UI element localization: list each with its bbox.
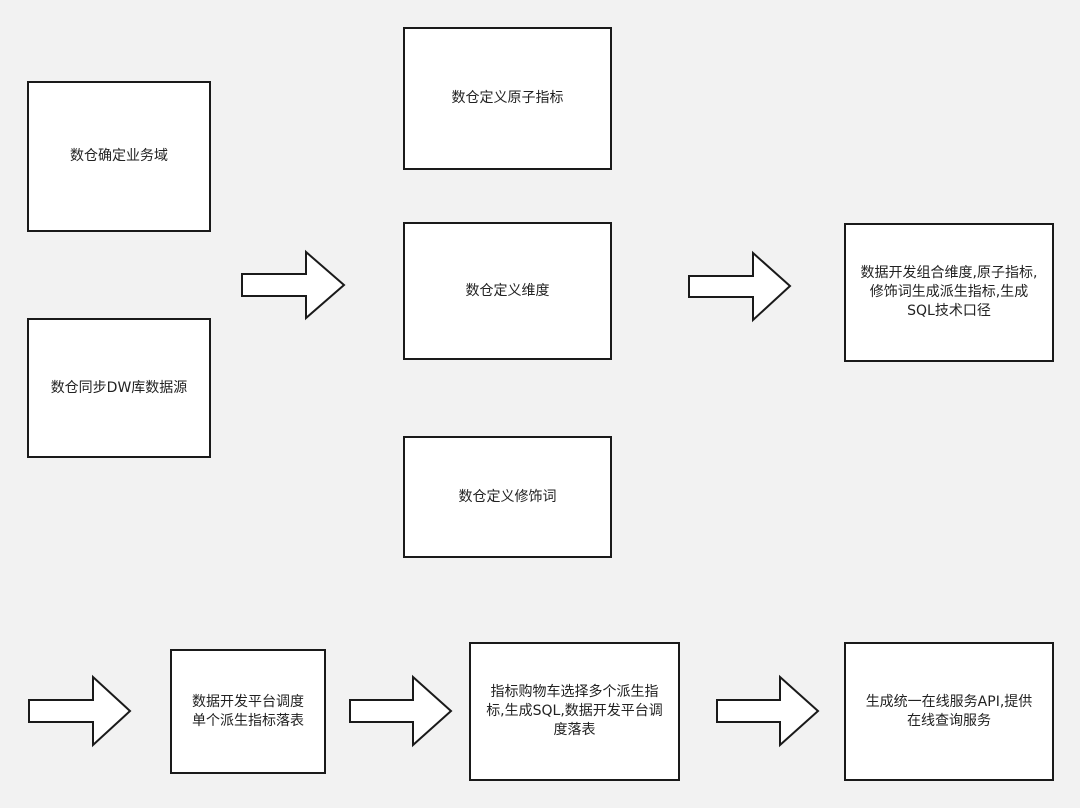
box-label: 数据开发组合维度,原子指标, 修饰词生成派生指标,生成 SQL技术口径 [860, 265, 1038, 319]
box-metric-cart-select: 指标购物车选择多个派生指 标,生成SQL,数据开发平台调 度落表 [469, 642, 680, 781]
box-label: 数仓定义原子指标 [451, 90, 564, 106]
box-label: 数仓确定业务域 [70, 148, 168, 164]
arrow-right-icon [349, 674, 453, 748]
box-confirm-business-domain: 数仓确定业务域 [27, 81, 211, 232]
box-label: 数仓同步DW库数据源 [50, 379, 188, 396]
box-define-dimension: 数仓定义维度 [403, 222, 612, 360]
arrow-right-icon [241, 249, 346, 321]
box-label: 数仓定义修饰词 [458, 488, 557, 505]
box-define-modifier: 数仓定义修饰词 [403, 436, 612, 558]
box-label: 指标购物车选择多个派生指 标,生成SQL,数据开发平台调 度落表 [486, 684, 663, 738]
box-define-atomic-metric: 数仓定义原子指标 [403, 27, 612, 170]
box-label: 生成统一在线服务API,提供 在线查询服务 [865, 693, 1033, 729]
arrow-right-icon [688, 250, 792, 323]
arrow-right-icon [716, 674, 820, 748]
arrow-right-icon [28, 674, 132, 748]
box-label: 数仓定义维度 [465, 282, 550, 299]
box-schedule-single-metric: 数据开发平台调度 单个派生指标落表 [170, 649, 326, 774]
box-sync-dw-source: 数仓同步DW库数据源 [27, 318, 211, 458]
box-label: 数据开发平台调度 单个派生指标落表 [192, 693, 304, 729]
box-online-service-api: 生成统一在线服务API,提供 在线查询服务 [844, 642, 1054, 781]
box-combine-generate-sql: 数据开发组合维度,原子指标, 修饰词生成派生指标,生成 SQL技术口径 [844, 223, 1054, 362]
